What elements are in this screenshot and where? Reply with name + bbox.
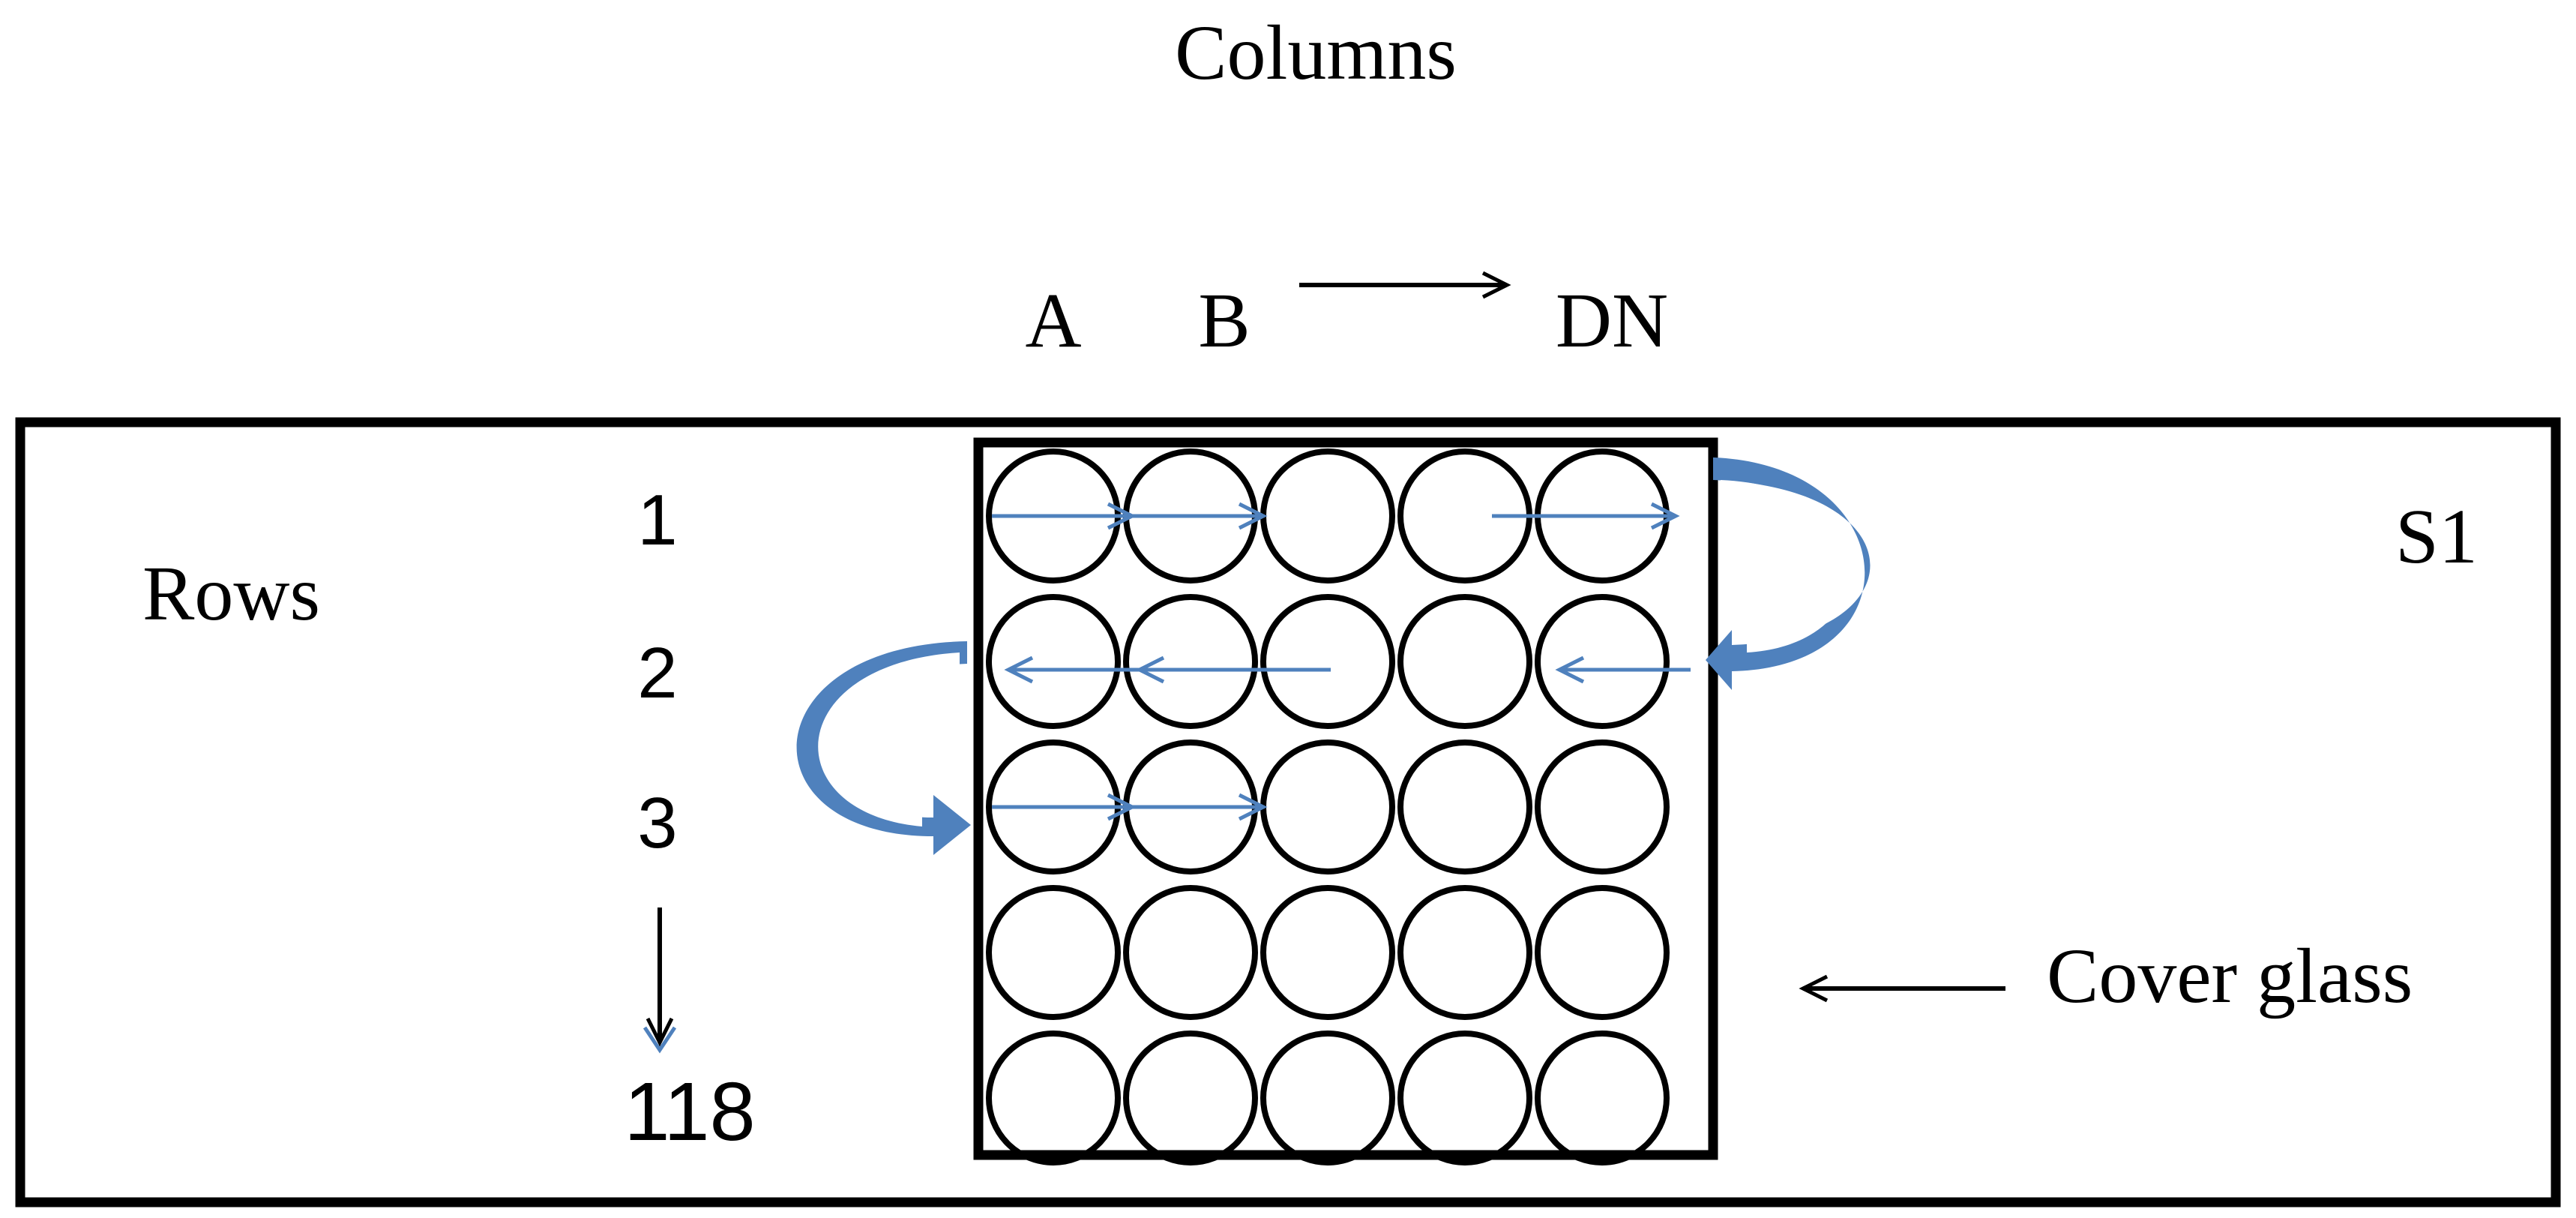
well-circle [1260, 885, 1395, 1020]
well-circle [986, 1030, 1121, 1166]
turn-arrow-right [1706, 458, 1871, 690]
slide-id-label: S1 [2395, 494, 2478, 580]
well-circle [1397, 740, 1532, 874]
column-label-dn: DN [1556, 278, 1668, 364]
well-circle [1535, 594, 1670, 729]
cover-glass [973, 437, 1718, 1160]
slide-outline [15, 417, 2561, 1208]
well-circle [1535, 885, 1670, 1020]
column-label-a: A [1025, 278, 1081, 364]
well-circle [1535, 1030, 1670, 1166]
well-circle [1123, 885, 1258, 1020]
well-circle [1535, 740, 1670, 874]
well-circle [1397, 1030, 1532, 1166]
well-circle [1397, 594, 1532, 729]
row-label-3: 3 [637, 783, 677, 863]
well-circle [986, 594, 1121, 729]
cover-glass-label: Cover glass [2047, 933, 2413, 1019]
well-circle [1123, 594, 1258, 729]
well-circle [1260, 1030, 1395, 1166]
rows-title: Rows [142, 550, 320, 637]
well-circle [1123, 1030, 1258, 1166]
row-label-118: 118 [624, 1066, 755, 1158]
row-label-2: 2 [637, 633, 677, 713]
well-circle [986, 885, 1121, 1020]
well-circle [1260, 594, 1395, 729]
row-label-1: 1 [637, 480, 677, 560]
columns-title: Columns [1175, 10, 1457, 96]
well-circle [1397, 885, 1532, 1020]
column-label-b: B [1198, 278, 1250, 364]
turn-arrow-left [796, 641, 971, 855]
row-direction-arrow-blue-tip [643, 1026, 677, 1054]
